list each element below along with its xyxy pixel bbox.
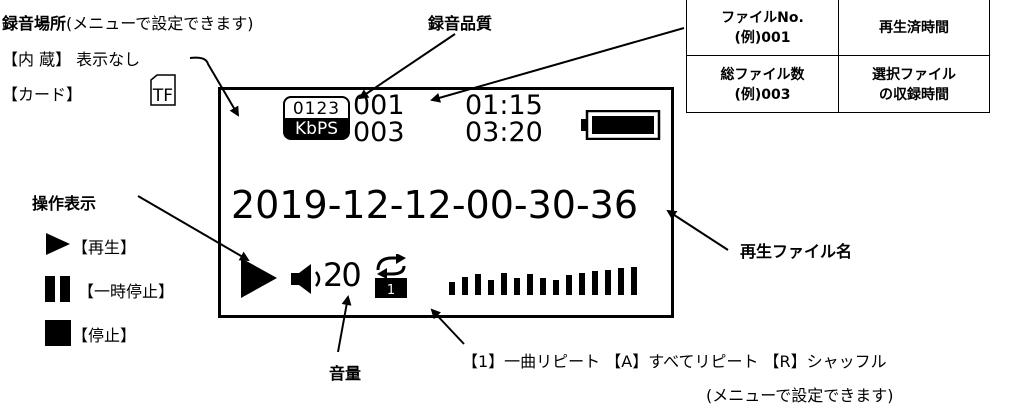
tf-card-icon-text: TF [152, 86, 173, 106]
spectrum-bar [553, 280, 559, 295]
cell-line: 総ファイル数 [720, 67, 805, 83]
cell-line: (例)001 [734, 30, 791, 46]
table-cell-elapsed: 再生済時間 [838, 0, 990, 56]
recording-location-title: 録音場所 [2, 14, 67, 33]
spectrum-bar [592, 271, 598, 295]
track-duration: 03:20 [465, 117, 543, 148]
speaker-icon [291, 264, 321, 294]
cell-line: 選択ファイル [872, 67, 956, 83]
volume-level: 20 [323, 256, 362, 294]
repeat-modes-label: 【1】一曲リピート 【A】すべてリピート 【R】シャッフル [462, 352, 887, 371]
table-cell-file-no: ファイルNo. (例)001 [686, 0, 839, 56]
stop-legend: 【停止】 [72, 326, 137, 345]
spectrum-bar [631, 267, 637, 295]
cell-line: ファイルNo. [721, 10, 804, 26]
operation-display-label: 操作表示 [32, 194, 97, 213]
repeat-icon: 1 [375, 254, 407, 298]
stop-icon [45, 320, 71, 346]
table-cell-total-files: 総ファイル数 (例)003 [686, 55, 839, 113]
cell-line: (例)003 [734, 87, 791, 103]
playback-filename: 2019-12-12-00-30-36 [231, 183, 639, 227]
battery-fill [592, 116, 654, 134]
arrow-recording-quality [358, 33, 456, 100]
spectrum-bar [605, 270, 611, 295]
volume-label: 音量 [329, 364, 362, 383]
arrow-repeat [430, 308, 465, 345]
device-screen: 0123 KbPS 001 01:15 003 03:20 2019-12-12… [218, 87, 674, 318]
spectrum-bar [501, 273, 507, 295]
pause-icon [45, 276, 70, 302]
total-files: 003 [353, 117, 405, 148]
reference-table: ファイルNo. (例)001 再生済時間 総ファイル数 (例)003 選択ファイルの… [686, 0, 990, 113]
spectrum-meter [449, 267, 637, 295]
play-state-icon [241, 258, 277, 298]
spectrum-bar [618, 268, 624, 295]
spectrum-bar [449, 282, 455, 295]
arrow-volume [337, 295, 352, 353]
arrow-file-number [430, 27, 685, 103]
battery-icon [581, 110, 661, 140]
spectrum-bar [566, 275, 572, 295]
internal-storage-label: 【内 蔵】 表示なし [2, 50, 141, 69]
spectrum-bar [488, 280, 494, 295]
bitrate-badge: 0123 KbPS [283, 96, 350, 140]
arrow-filename [666, 209, 729, 251]
bitrate-unit: KbPS [283, 118, 350, 140]
cell-line: 再生済時間 [879, 20, 949, 36]
arrow-operation-display [137, 195, 250, 262]
play-legend: 【再生】 [72, 238, 137, 257]
spectrum-bar [579, 273, 585, 295]
spectrum-bar [540, 278, 546, 295]
recording-location-label: 録音場所(メニューで設定できます) [2, 10, 254, 34]
spectrum-bar [514, 278, 520, 295]
arrow-recording-location [189, 56, 240, 117]
play-icon [46, 233, 70, 255]
spectrum-bar [462, 277, 468, 295]
playback-filename-label: 再生ファイル名 [740, 242, 853, 261]
repeat-mode-text: 1 [387, 283, 395, 298]
elapsed-time: 01:15 [465, 90, 543, 121]
menu-note-label: (メニューで設定できます) [706, 386, 894, 405]
table-row: 総ファイル数 (例)003 選択ファイルの収録時間 [686, 55, 990, 113]
recording-quality-label: 録音品質 [428, 14, 493, 33]
recording-location-note: (メニューで設定できます) [66, 14, 254, 33]
cell-line: の収録時間 [879, 87, 949, 103]
table-cell-duration: 選択ファイルの収録時間 [838, 55, 990, 113]
table-row: ファイルNo. (例)001 再生済時間 [686, 0, 990, 56]
tf-card-icon: TF [150, 74, 176, 106]
spectrum-bar [475, 274, 481, 295]
pause-legend: 【一時停止】 [78, 282, 175, 301]
card-label: 【カード】 [2, 85, 83, 104]
spectrum-bar [527, 274, 533, 295]
